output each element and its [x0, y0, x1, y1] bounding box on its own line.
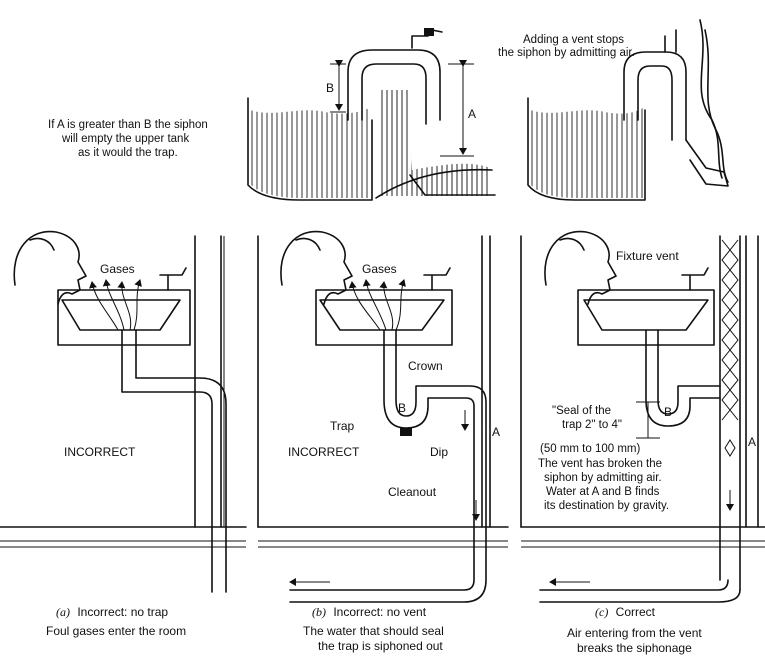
crown-label: Crown	[408, 359, 443, 373]
sink-a	[57, 289, 191, 346]
siphon-note-line-2: will empty the upper tank	[61, 133, 189, 145]
caption-a-desc: Foul gases enter the room	[46, 624, 186, 638]
point-b-label-c: B	[664, 405, 672, 419]
panel-a: Gases INCORRECT (a) Incorrect: no trap F…	[0, 230, 247, 638]
vent-note-line-2: the siphon by admitting air.	[498, 47, 635, 59]
siphon-water-fall	[378, 90, 490, 196]
siphon-note-line-3: as it would the trap.	[78, 147, 178, 159]
person-head-c	[544, 230, 617, 305]
metric-label: (50 mm to 100 mm)	[540, 443, 640, 455]
seal-line-2: trap 2" to 4"	[562, 419, 622, 431]
p-trap-c	[645, 329, 721, 427]
explain-line-1: The vent has broken the	[538, 458, 662, 470]
explain-line-4: its destination by gravity.	[544, 500, 669, 512]
dip-label: Dip	[430, 445, 448, 459]
explain-line-2: siphon by admitting air.	[544, 472, 662, 484]
vented-siphon-demo: Adding a vent stops the siphon by admitt…	[498, 19, 729, 201]
caption-c-desc-1: Air entering from the vent	[567, 626, 702, 640]
person-head-b	[280, 230, 353, 305]
siphon-note-line-1: If A is greater than B the siphon	[48, 119, 208, 131]
point-a-label-c: A	[748, 435, 756, 449]
fixture-vent-label: Fixture vent	[616, 249, 679, 263]
explain-line-3: Water at A and B finds	[546, 486, 660, 498]
sink-c	[577, 289, 715, 346]
seal-line-1: "Seal of the	[552, 405, 611, 417]
panel-b: Gases Crown Trap B A Dip Cleanout INCORR…	[257, 230, 509, 653]
cleanout-label: Cleanout	[388, 485, 437, 499]
caption-a-title: (a) Incorrect: no trap	[56, 605, 168, 619]
upper-tank-left	[247, 97, 373, 201]
gases-label-b: Gases	[362, 262, 397, 276]
point-b-label: B	[398, 401, 406, 415]
person-head-a	[13, 230, 87, 305]
drain-pipe-a	[121, 329, 227, 593]
siphon-tube	[347, 49, 441, 121]
caption-b-desc-2: the trap is siphoned out	[318, 639, 443, 653]
siphon-label-a: A	[468, 107, 476, 121]
siphon-demo: B A If A is greater than B the siphon wi…	[48, 28, 496, 201]
status-a: INCORRECT	[64, 445, 136, 459]
caption-b-desc-1: The water that should seal	[303, 624, 444, 638]
point-a-label: A	[492, 425, 500, 439]
caption-c-desc-2: breaks the siphonage	[577, 641, 692, 655]
trap-label: Trap	[330, 419, 355, 433]
caption-c-title: (c) Correct	[595, 605, 656, 619]
gases-label-a: Gases	[100, 262, 135, 276]
status-b: INCORRECT	[288, 445, 360, 459]
panel-c: Fixture vent B A "Seal of the trap 2" to…	[520, 230, 765, 655]
p-trap-b	[289, 329, 487, 603]
caption-b-title: (b) Incorrect: no vent	[312, 605, 427, 619]
tank-water	[250, 108, 370, 198]
siphon-label-b: B	[326, 81, 334, 95]
vent-note-line-1: Adding a vent stops	[523, 34, 624, 46]
sink-b	[315, 289, 453, 346]
